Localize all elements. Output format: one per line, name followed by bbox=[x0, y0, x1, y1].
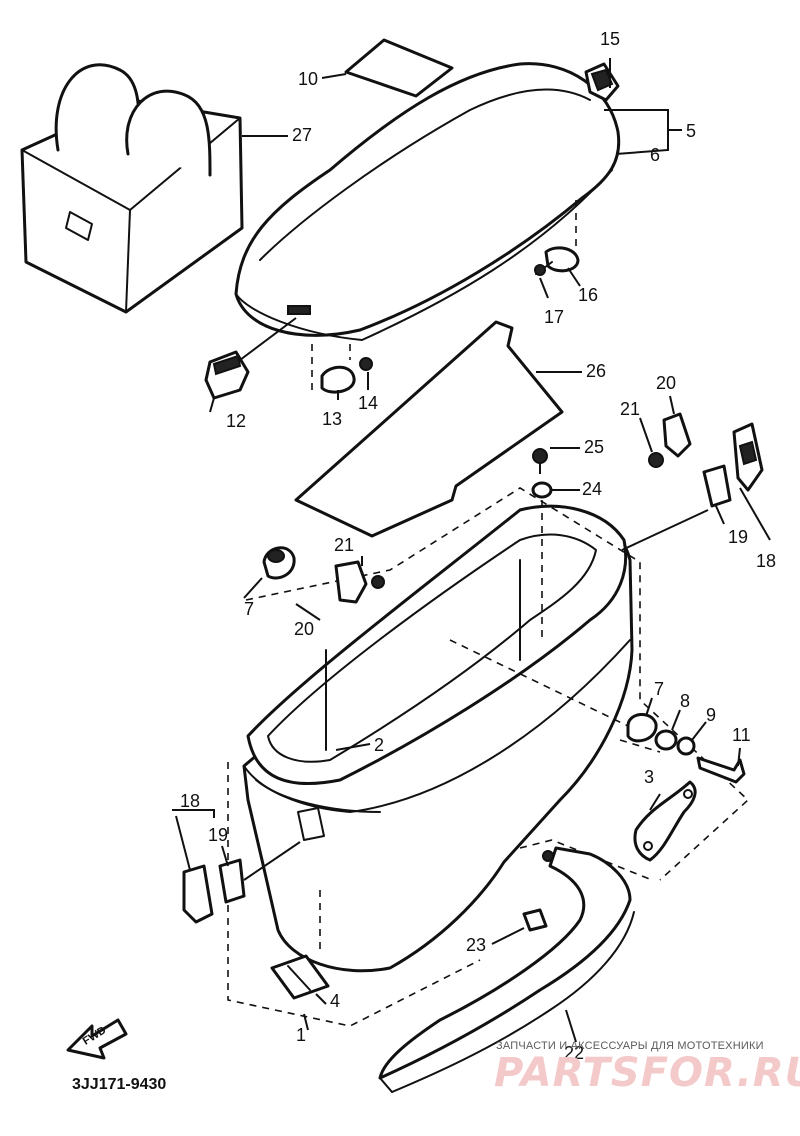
callout-7-left: 7 bbox=[244, 599, 255, 619]
callout-13: 13 bbox=[322, 409, 343, 429]
callout-22: 22 bbox=[564, 1043, 585, 1063]
case-lid bbox=[234, 62, 621, 341]
lid-panel bbox=[344, 38, 454, 98]
bushing-left bbox=[262, 546, 296, 580]
callout-18-left: 18 bbox=[180, 791, 201, 811]
callout-23: 23 bbox=[466, 935, 487, 955]
callout-11: 11 bbox=[732, 725, 751, 745]
lid-hinge-bracket bbox=[584, 62, 620, 102]
lower-bumper bbox=[378, 846, 635, 1093]
callout-25: 25 bbox=[584, 437, 605, 457]
callout-12: 12 bbox=[226, 411, 247, 431]
figure-code: 3JJ171-9430 bbox=[72, 1076, 167, 1093]
hinge-right bbox=[648, 412, 692, 468]
callout-15: 15 bbox=[600, 29, 621, 49]
mounting-bracket bbox=[633, 780, 697, 862]
latch-left bbox=[182, 841, 301, 924]
callout-24: 24 bbox=[582, 479, 603, 499]
watermark-brand: PARTSFOR.RU bbox=[494, 1050, 800, 1096]
callout-20-left: 20 bbox=[294, 619, 315, 639]
callout-17: 17 bbox=[544, 307, 565, 327]
watermark-tagline: ЗАПЧАСТИ И АКСЕССУАРЫ ДЛЯ МОТОТЕХНИКИ bbox=[496, 1040, 764, 1052]
lid-plate-and-screw bbox=[534, 200, 580, 276]
callout-7-right: 7 bbox=[654, 679, 665, 699]
callout-18-right: 18 bbox=[756, 551, 777, 571]
callout-21-right: 21 bbox=[620, 399, 641, 419]
callout-1: 1 bbox=[296, 1025, 307, 1045]
hinge-left bbox=[334, 560, 385, 604]
callout-8: 8 bbox=[680, 691, 691, 711]
lid-gasket bbox=[294, 320, 564, 538]
callout-3: 3 bbox=[644, 767, 655, 787]
hinge-plate-and-bolt bbox=[311, 344, 373, 394]
callout-4: 4 bbox=[330, 991, 341, 1011]
callout-9: 9 bbox=[706, 705, 717, 725]
callout-20-right: 20 bbox=[656, 373, 677, 393]
latch-right bbox=[702, 422, 764, 508]
case-body bbox=[242, 504, 634, 973]
callout-16: 16 bbox=[578, 285, 599, 305]
leader-lines bbox=[172, 58, 771, 1043]
callout-10: 10 bbox=[298, 69, 319, 89]
case-foot bbox=[270, 954, 330, 1000]
callout-2: 2 bbox=[374, 735, 385, 755]
callout-26: 26 bbox=[586, 361, 607, 381]
callout-14: 14 bbox=[358, 393, 379, 413]
mount-hardware bbox=[449, 639, 746, 784]
callout-19-right: 19 bbox=[728, 527, 749, 547]
washer-and-bolt bbox=[531, 448, 553, 640]
forward-arrow-icon bbox=[66, 1018, 128, 1060]
lid-latch bbox=[204, 317, 297, 400]
callout-21-left: 21 bbox=[334, 535, 355, 555]
callout-27: 27 bbox=[292, 125, 313, 145]
callout-5: 5 bbox=[686, 121, 697, 141]
inner-bag bbox=[20, 63, 244, 314]
callout-19-left: 19 bbox=[208, 825, 229, 845]
callout-6: 6 bbox=[650, 145, 661, 165]
